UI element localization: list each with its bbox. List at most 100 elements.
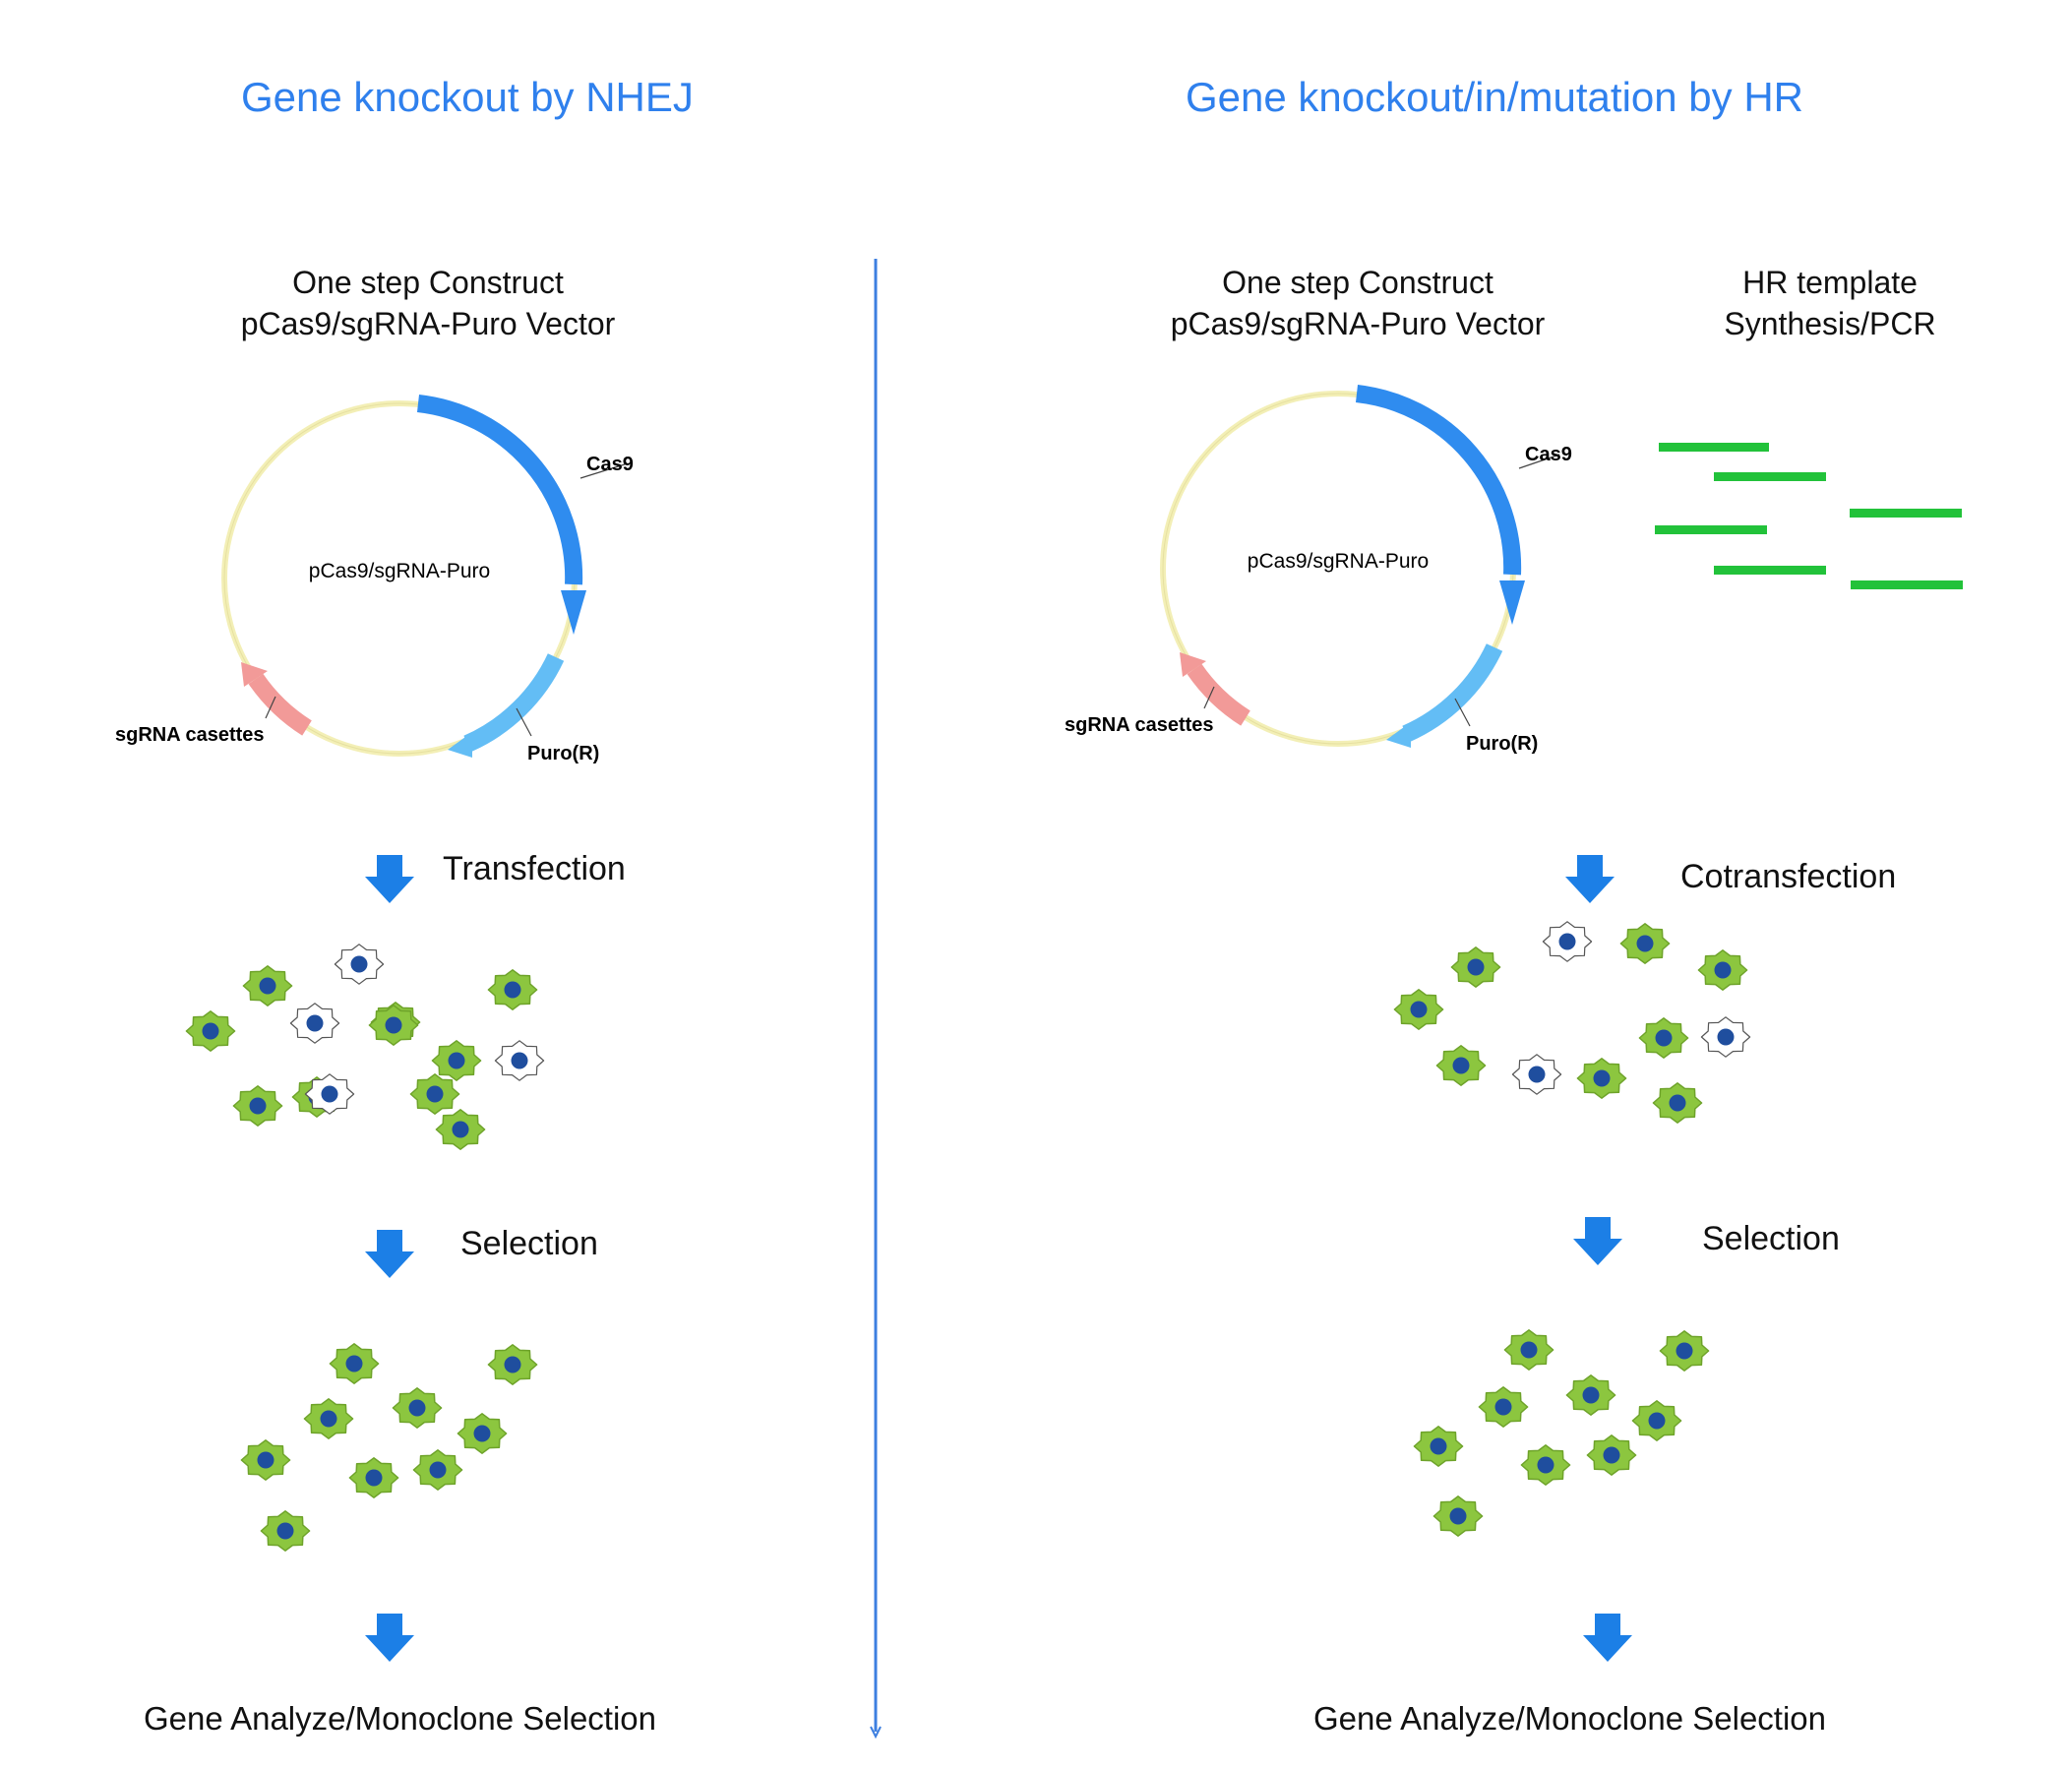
green-cell-icon <box>1631 1400 1682 1441</box>
plasmid-name: pCas9/sgRNA-Puro <box>1248 550 1429 573</box>
cell-nucleus <box>257 1451 274 1469</box>
green-cell-icon <box>1432 1495 1484 1537</box>
hr-template-label: HR template Synthesis/PCR <box>1663 262 1997 344</box>
hr-fragment <box>1714 472 1826 481</box>
cell-nucleus <box>1520 1341 1538 1359</box>
cell-nucleus <box>321 1085 338 1103</box>
down-arrow-icon <box>1573 1217 1622 1265</box>
green-cell-icon <box>242 965 293 1006</box>
sgrna-arrowhead <box>1180 652 1206 677</box>
cas9-label: Cas9 <box>1525 444 1572 465</box>
cell-nucleus <box>320 1410 337 1428</box>
green-cell-icon <box>303 1398 354 1439</box>
green-cell-icon <box>1565 1374 1616 1416</box>
right-step-cotransfection: Cotransfection <box>1680 858 1897 895</box>
green-cell-icon <box>1478 1386 1529 1428</box>
left-construct-line2: pCas9/sgRNA-Puro Vector <box>240 306 616 341</box>
cell-nucleus <box>276 1522 294 1540</box>
cell-nucleus <box>426 1085 444 1103</box>
green-cell-icon <box>185 1010 236 1052</box>
hr-fragment <box>1659 443 1769 452</box>
right-step-selection: Selection <box>1702 1220 1840 1257</box>
down-arrow-icon <box>1565 855 1615 903</box>
green-cell-icon <box>1503 1329 1554 1371</box>
cell-nucleus <box>350 955 368 973</box>
cas9-arrowhead <box>561 590 586 635</box>
cell-nucleus <box>1648 1412 1666 1430</box>
right-construct-label: One step Construct pCas9/sgRNA-Puro Vect… <box>1102 262 1614 344</box>
cell-nucleus <box>1558 933 1576 950</box>
cell-nucleus <box>1603 1446 1620 1464</box>
green-cell-icon <box>1435 1045 1487 1086</box>
green-cell-icon <box>1697 949 1748 991</box>
green-cell-icon <box>260 1510 311 1552</box>
white-cell-icon <box>304 1073 355 1115</box>
hr-title: Gene knockout/in/mutation by HR <box>1186 74 1803 120</box>
sgrna-label: sgRNA casettes <box>115 724 265 746</box>
cell-nucleus <box>511 1052 528 1069</box>
green-cell-icon <box>457 1413 508 1454</box>
right-construct-line1: One step Construct <box>1222 265 1493 300</box>
puro-label: Puro(R) <box>1466 733 1538 755</box>
green-cell-icon <box>1450 946 1501 988</box>
puro-segment <box>463 653 565 753</box>
down-arrow-icon <box>365 1614 414 1662</box>
green-cell-icon <box>368 1005 419 1046</box>
green-cell-icon <box>435 1109 486 1150</box>
green-cell-icon <box>409 1073 460 1115</box>
cell-nucleus <box>1528 1066 1546 1083</box>
green-cell-icon <box>487 969 538 1010</box>
plasmid-name: pCas9/sgRNA-Puro <box>309 560 490 582</box>
cell-nucleus <box>306 1014 324 1032</box>
cell-nucleus <box>1582 1386 1600 1404</box>
down-arrow-icon <box>365 1230 414 1278</box>
hr-fragment <box>1714 566 1826 575</box>
hr-template-line2: Synthesis/PCR <box>1724 306 1936 341</box>
puro-segment <box>1402 643 1503 743</box>
cell-nucleus <box>504 1356 521 1373</box>
right-plasmid-map: pCas9/sgRNA-Puro Cas9 Puro(R) sgRNA case… <box>1065 385 1572 755</box>
cell-nucleus <box>1410 1001 1428 1018</box>
cas9-segment <box>416 395 583 585</box>
left-plasmid-map: pCas9/sgRNA-Puro Cas9 Puro(R) sgRNA case… <box>115 395 634 764</box>
green-cell-icon <box>412 1449 463 1491</box>
cell-nucleus <box>1717 1028 1735 1046</box>
left-step-transfection: Transfection <box>443 850 626 887</box>
left-step-selection: Selection <box>460 1225 598 1262</box>
cas9-segment <box>1355 385 1522 576</box>
cell-nucleus <box>408 1399 426 1417</box>
white-cell-icon <box>289 1003 340 1044</box>
left-construct-line1: One step Construct <box>292 265 564 300</box>
cell-nucleus <box>1452 1057 1470 1074</box>
nhej-title: Gene knockout by NHEJ <box>241 74 694 120</box>
green-cell-icon <box>1659 1330 1710 1372</box>
white-cell-icon <box>1700 1016 1751 1058</box>
cell-nucleus <box>249 1097 267 1115</box>
hr-template-line1: HR template <box>1742 265 1918 300</box>
cas9-label: Cas9 <box>586 454 634 475</box>
left-final-step: Gene Analyze/Monoclone Selection <box>144 1700 657 1737</box>
cell-nucleus <box>385 1016 402 1034</box>
cell-nucleus <box>1537 1456 1554 1474</box>
down-arrow-icon <box>1583 1614 1632 1662</box>
puro-arrowhead <box>1386 722 1411 748</box>
cell-nucleus <box>1714 961 1732 979</box>
cas9-arrowhead <box>1499 580 1525 625</box>
hr-fragment <box>1850 509 1962 518</box>
hr-fragment <box>1851 580 1963 589</box>
down-arrow-icon <box>365 855 414 903</box>
center-divider <box>870 259 882 1739</box>
right-construct-line2: pCas9/sgRNA-Puro Vector <box>1170 306 1546 341</box>
cell-nucleus <box>345 1355 363 1372</box>
puro-arrowhead <box>448 732 472 758</box>
right-final-step: Gene Analyze/Monoclone Selection <box>1313 1700 1827 1737</box>
cell-nucleus <box>1655 1029 1673 1047</box>
cell-nucleus <box>429 1461 447 1479</box>
cell-nucleus <box>473 1425 491 1442</box>
sgrna-segment <box>1187 663 1250 726</box>
cell-nucleus <box>1676 1342 1693 1360</box>
green-cell-icon <box>1393 989 1444 1030</box>
green-cell-icon <box>240 1439 291 1481</box>
sgrna-segment <box>248 673 312 736</box>
green-cell-icon <box>1576 1058 1627 1099</box>
